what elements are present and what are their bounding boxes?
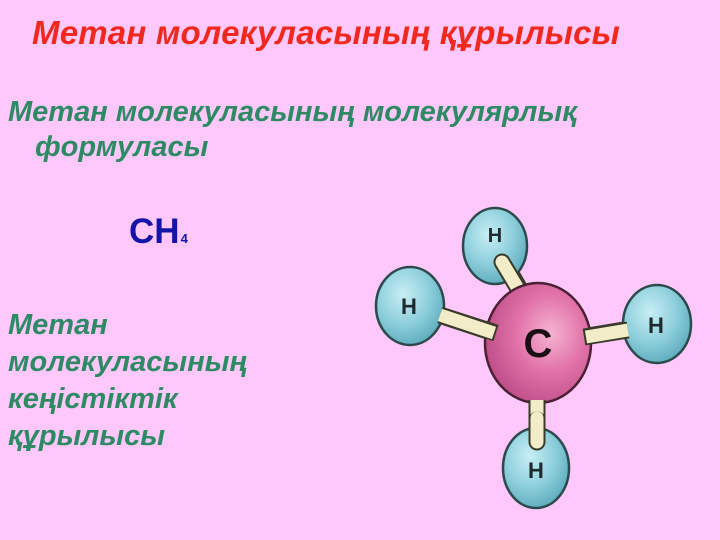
spatial-caption-line: құрылысы: [8, 420, 166, 452]
spatial-caption-line: молекуласының: [8, 346, 247, 378]
spatial-structure-caption: Метан молекуласының кеңістіктік құрылысы: [8, 307, 247, 455]
spatial-caption-line: кеңістіктік: [8, 383, 178, 415]
slide-title: Метан молекуласының құрылысы: [32, 14, 621, 51]
hydrogen-label: H: [401, 294, 417, 319]
carbon-label: C: [524, 322, 553, 366]
molecular-formula-caption-line2: формуласы: [35, 131, 209, 163]
formula-main: CH: [129, 212, 180, 251]
carbon-atom: C: [437, 281, 630, 405]
hydrogen-label: H: [528, 458, 544, 483]
hydrogen-label: H: [488, 225, 502, 247]
hydrogen-atom-right: H: [621, 283, 693, 365]
hydrogen-atom-top: H: [461, 206, 529, 301]
chemical-formula: CH4: [129, 212, 188, 252]
hydrogen-label: H: [648, 313, 664, 338]
spatial-caption-line: Метан: [8, 309, 108, 341]
formula-subscript: 4: [180, 231, 188, 246]
molecular-formula-caption-line1: Метан молекуласының молекулярлық: [8, 96, 577, 128]
hydrogen-atom-left: H: [374, 265, 446, 347]
hydrogen-atom-bottom: H: [501, 400, 571, 510]
